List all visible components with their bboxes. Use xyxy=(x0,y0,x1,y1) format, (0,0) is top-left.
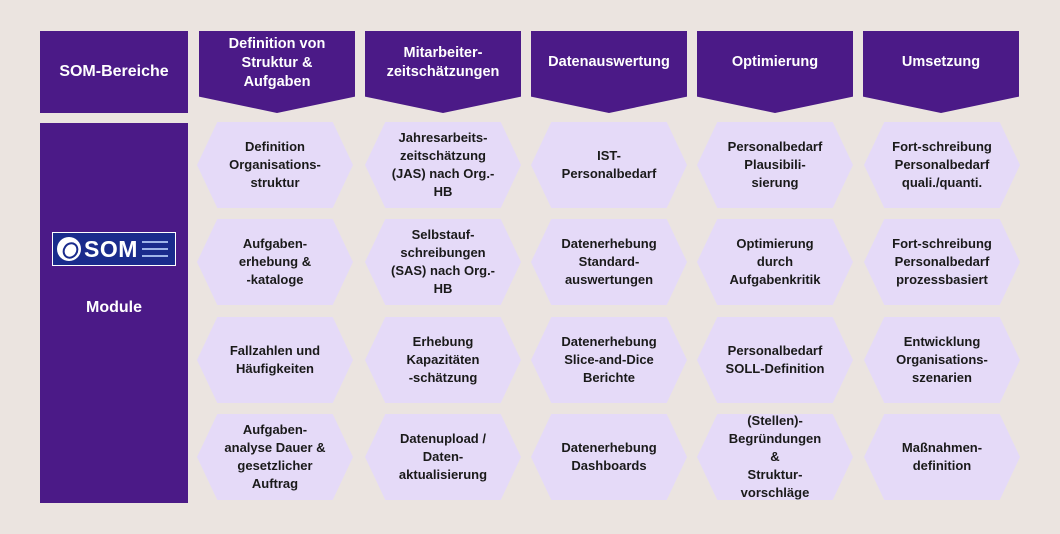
row-label-module: SOM Module xyxy=(40,123,188,503)
som-logo: SOM xyxy=(52,232,176,266)
module-cell: IST- Personalbedarf xyxy=(531,122,687,208)
module-cell: Jahresarbeits- zeitschätzung (JAS) nach … xyxy=(365,122,521,208)
som-logo-icon xyxy=(57,237,81,261)
column-header-mitarbeiter-text: Mitarbeiter- zeitschätzungen xyxy=(386,45,500,80)
module-cell: Aufgaben- analyse Dauer & gesetzlicher A… xyxy=(197,414,353,500)
column-header-umsetzung-text: Umsetzung xyxy=(901,54,981,70)
module-cell: Fallzahlen und Häufigkeiten xyxy=(197,317,353,403)
module-cell: Erhebung Kapazitäten -schätzung xyxy=(365,317,521,403)
module-cell: Aufgaben- erhebung & -kataloge xyxy=(197,219,353,305)
module-cell: Datenupload / Daten- aktualisierung xyxy=(365,414,521,500)
module-cell: Personalbedarf Plausibili- sierung xyxy=(697,122,853,208)
module-cell: Definition Organisations- struktur xyxy=(197,122,353,208)
module-cell: Entwicklung Organisations- szenarien xyxy=(864,317,1020,403)
column-header-mitarbeiter: Mitarbeiter- zeitschätzungen xyxy=(365,31,521,113)
module-cell: (Stellen)- Begründungen & Struktur- vors… xyxy=(697,414,853,500)
module-cell: Datenerhebung Dashboards xyxy=(531,414,687,500)
column-header-optimierung-text: Optimierung xyxy=(731,54,819,70)
column-header-definition: Definition von Struktur & Aufgaben xyxy=(199,31,355,113)
module-cell: Selbstauf- schreibungen (SAS) nach Org.-… xyxy=(365,219,521,305)
module-cell: Fort-schreibung Personalbedarf prozessba… xyxy=(864,219,1020,305)
row-label-module-text: Module xyxy=(86,299,142,316)
column-header-datenauswertung: Datenauswertung xyxy=(531,31,687,113)
module-cell: Maßnahmen- definition xyxy=(864,414,1020,500)
row-label-som-bereiche: SOM-Bereiche xyxy=(40,31,188,113)
row-label-som-bereiche-text: SOM-Bereiche xyxy=(59,63,169,80)
column-header-optimierung: Optimierung xyxy=(697,31,853,113)
module-cell: Datenerhebung Slice-and-Dice Berichte xyxy=(531,317,687,403)
som-logo-text: SOM xyxy=(84,235,138,262)
column-header-umsetzung: Umsetzung xyxy=(863,31,1019,113)
module-cell: Datenerhebung Standard- auswertungen xyxy=(531,219,687,305)
module-cell: Personalbedarf SOLL-Definition xyxy=(697,317,853,403)
column-header-datenauswertung-text: Datenauswertung xyxy=(548,54,670,70)
module-cell: Optimierung durch Aufgabenkritik xyxy=(697,219,853,305)
module-cell: Fort-schreibung Personalbedarf quali./qu… xyxy=(864,122,1020,208)
som-logo-fine-print xyxy=(141,239,168,259)
column-header-definition-text: Definition von Struktur & Aufgaben xyxy=(228,36,326,90)
